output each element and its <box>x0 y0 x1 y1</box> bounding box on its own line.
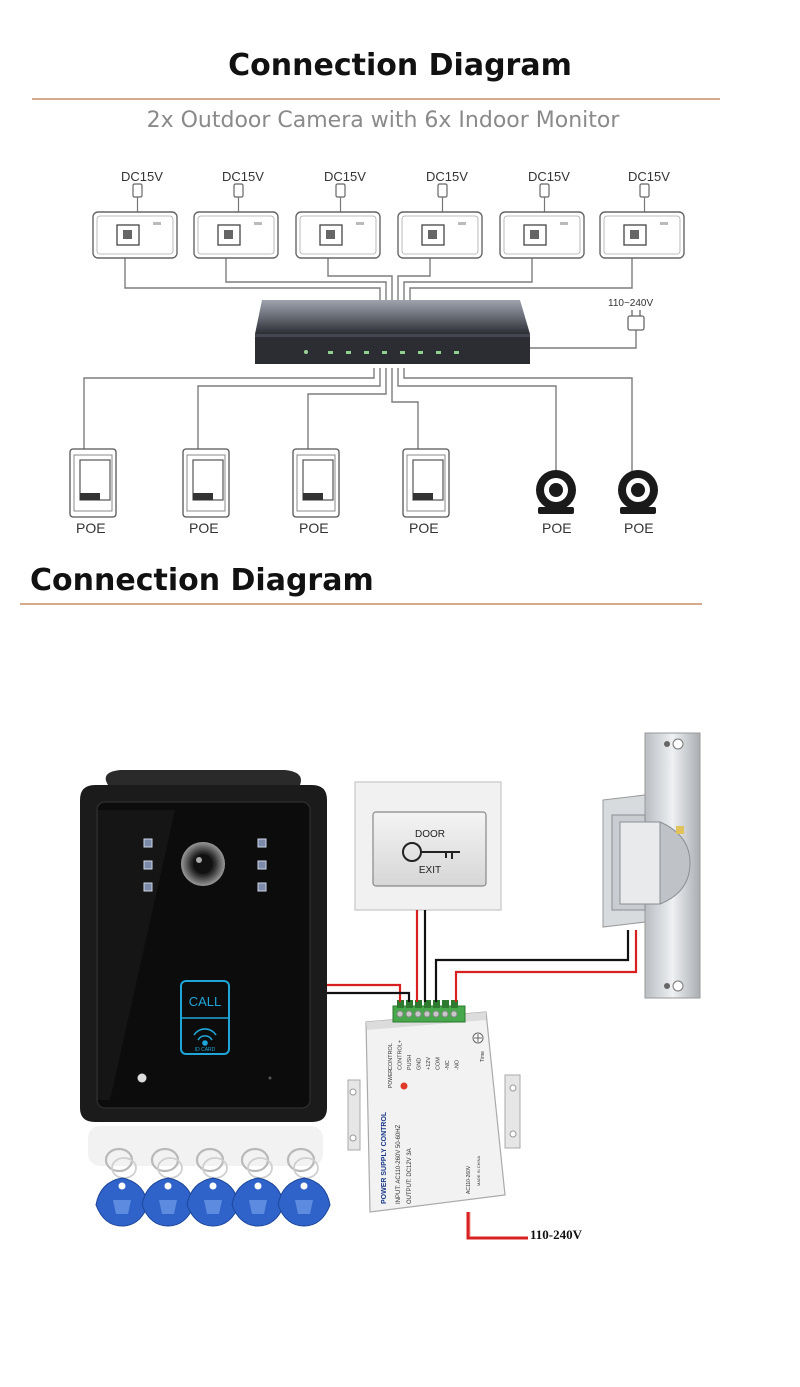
terminal-label: GND <box>417 1058 423 1070</box>
psu-output: OUTPUT: DC12V 3A <box>407 1148 413 1204</box>
title-divider <box>32 98 720 100</box>
connection-wires <box>327 910 638 1240</box>
poe-label: POE <box>542 520 572 536</box>
indoor-monitor: DC15V <box>499 169 585 259</box>
rfid-keyfob-icon <box>141 1147 195 1227</box>
section-title: Connection Diagram <box>30 563 374 598</box>
outdoor-door-panel: CALL ID CARD <box>80 770 327 1122</box>
rfid-keyfob-icon <box>186 1147 240 1227</box>
poe-label: POE <box>624 520 654 536</box>
terminal-label: PUSH <box>407 1055 413 1070</box>
psu-ac-label: AC110-260V <box>466 1165 472 1194</box>
monitor-power-label: DC15V <box>426 169 468 184</box>
terminal-label: CONTROL+ <box>398 1040 404 1070</box>
monitor-power-label: DC15V <box>121 169 163 184</box>
door-exit-button: DOOR EXIT <box>354 781 502 911</box>
monitor-power-label: DC15V <box>528 169 570 184</box>
terminal-labels: CONTROL CONTROL+PUSH GND+12V COM-NC -NO <box>388 1040 461 1070</box>
power-led-label: POWER <box>388 1069 394 1088</box>
power-supply-controller: POWER CONTROL CONTROL+PUSH GND+12V COM-NC -N… <box>347 1011 521 1213</box>
exit-bottom-label: EXIT <box>419 865 441 876</box>
poe-switch <box>255 300 530 364</box>
indoor-monitor: DC15V <box>92 169 178 259</box>
monitor-power-label: DC15V <box>628 169 670 184</box>
poe-indoor-monitor: POE <box>182 448 230 536</box>
exit-top-label: DOOR <box>415 829 445 840</box>
page-title: Connection Diagram <box>228 48 572 83</box>
poe-indoor-monitor: POE <box>402 448 450 536</box>
key-icon <box>402 842 460 862</box>
psu-origin: MADE IN CHINA <box>476 1155 481 1186</box>
call-label: CALL <box>189 994 222 1009</box>
indoor-monitor: DC15V <box>193 169 279 259</box>
terminal-label: -NC <box>445 1060 451 1070</box>
card-label: ID CARD <box>195 1047 216 1053</box>
rfid-keyfobs <box>95 1147 331 1227</box>
terminal-block <box>392 1000 466 1023</box>
time-label: Time <box>480 1051 486 1062</box>
terminal-label: CONTROL <box>388 1043 394 1070</box>
electric-strike-lock <box>602 732 701 999</box>
indoor-monitor: DC15V <box>295 169 381 259</box>
poe-indoor-monitor: POE <box>69 448 117 536</box>
indoor-monitor: DC15V <box>397 169 483 259</box>
terminal-label: -NO <box>455 1059 461 1070</box>
switch-power-label: 110~240V <box>608 298 653 309</box>
rfid-keyfob-icon <box>95 1147 149 1227</box>
mains-voltage-label: 110-240V <box>530 1227 583 1242</box>
poe-indoor-monitor: POE <box>292 448 340 536</box>
poe-label: POE <box>409 520 439 536</box>
indoor-monitor: DC15V <box>599 169 685 259</box>
poe-label: POE <box>76 520 106 536</box>
outdoor-camera-icon: POE <box>536 470 576 536</box>
terminal-label: COM <box>436 1057 442 1070</box>
psu-input: INPUT: AC110-260V 50-60HZ <box>396 1124 402 1204</box>
rfid-icon <box>193 1028 217 1046</box>
section-divider <box>20 603 702 605</box>
switch-power-adapter-icon <box>627 310 645 331</box>
poe-devices: POE POE POE POE POE POE <box>69 448 658 536</box>
terminal-label: +12V <box>426 1057 432 1070</box>
monitor-power-label: DC15V <box>222 169 264 184</box>
outdoor-camera-icon: POE <box>618 470 658 536</box>
rfid-keyfob-icon <box>277 1147 331 1227</box>
rfid-keyfob-icon <box>231 1147 285 1227</box>
poe-label: POE <box>299 520 329 536</box>
monitor-power-label: DC15V <box>324 169 366 184</box>
psu-title: POWER SUPPLY CONTROL <box>381 1111 388 1204</box>
poe-label: POE <box>189 520 219 536</box>
indoor-monitors: DC15V DC15V DC15V DC15V DC15V DC15V <box>92 169 685 259</box>
page-subtitle: 2x Outdoor Camera with 6x Indoor Monitor <box>146 108 620 133</box>
